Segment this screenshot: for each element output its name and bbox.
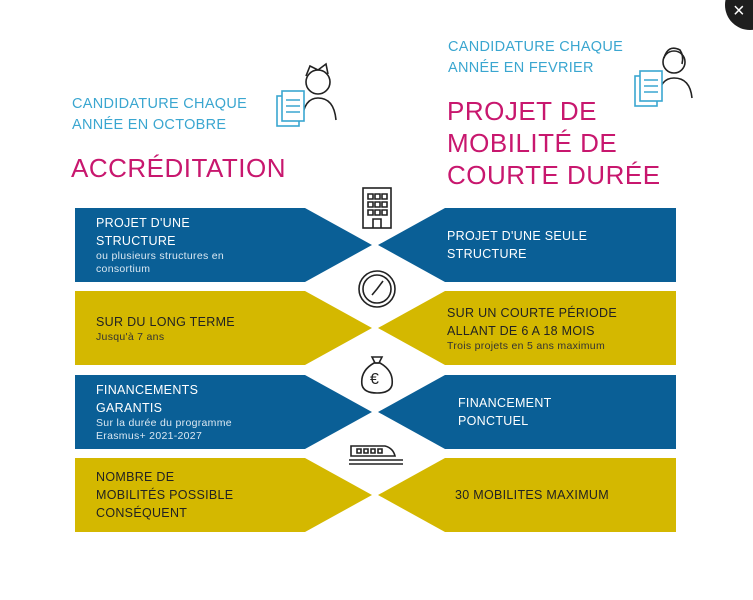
left-arrow-band [75,458,372,532]
woman-with-document-icon [634,47,693,107]
right-title: PROJET DE MOBILITÉ DE COURTE DURÉE [447,95,661,191]
row-1-bands [75,291,676,365]
right-arrow-band [378,375,676,449]
left-arrow-band [75,375,372,449]
row-2-bands [75,375,676,449]
row-sub-text: Trois projets en 5 ans maximum [447,339,605,352]
right-arrow-band [378,458,676,532]
row-main-text: NOMBRE DE MOBILITÉS POSSIBLE CONSÉQUENT [96,470,234,520]
right-arrow-band [378,208,676,282]
row-main-text: PROJET D'UNE SEULE STRUCTURE [447,229,588,261]
right-row-text: SUR UN COURTE PÉRIODE ALLANT DE 6 A 18 M… [447,304,622,353]
left-row-text: NOMBRE DE MOBILITÉS POSSIBLE CONSÉQUENT [96,468,246,522]
right-row-text: FINANCEMENT PONCTUEL [458,394,558,430]
left-subtitle-line: CANDIDATURE CHAQUE [72,96,248,112]
row-main-text: SUR DU LONG TERME [96,314,235,329]
right-title-line: COURTE DURÉE [447,160,661,190]
building-icon [362,187,392,229]
right-subtitle-line: CANDIDATURE CHAQUE [448,39,624,55]
left-title: ACCRÉDITATION [71,153,286,183]
right-arrow-band [378,291,676,365]
row-sub-text: Jusqu'à 7 ans [96,330,165,343]
row-sub-text: ou plusieurs structures en consortium [96,250,225,275]
left-subtitle-line: ANNÉE EN OCTOBRE [72,117,227,133]
man-with-document-icon [276,62,337,127]
svg-text:€: € [370,371,379,388]
row-main-text: PROJET D'UNE STRUCTURE [96,216,190,248]
left-subtitle: CANDIDATURE CHAQUE ANNÉE EN OCTOBRE [72,94,247,136]
left-arrow-band [75,291,372,365]
right-row-text: 30 MOBILITES MAXIMUM [455,486,655,504]
row-0-bands [75,208,676,282]
row-sub-text: Sur la durée du programme Erasmus+ 2021-… [96,417,232,442]
clock-icon [358,270,396,308]
right-subtitle-line: ANNÉE EN FEVRIER [448,60,594,76]
right-title-line: PROJET DE [447,96,597,126]
close-button[interactable]: × [725,0,753,30]
right-row-text: PROJET D'UNE SEULE STRUCTURE [447,227,597,263]
row-main-text: FINANCEMENT PONCTUEL [458,396,552,428]
row-3-bands [75,458,676,532]
row-main-text: SUR UN COURTE PÉRIODE ALLANT DE 6 A 18 M… [447,305,617,338]
row-main-text: FINANCEMENTS GARANTIS [96,383,199,415]
money-bag-euro-icon: € [360,356,394,394]
row-main-text: 30 MOBILITES MAXIMUM [455,488,609,502]
right-subtitle: CANDIDATURE CHAQUE ANNÉE EN FEVRIER [448,37,623,79]
left-arrow-band [75,208,372,282]
train-icon [349,445,403,465]
right-title-line: MOBILITÉ DE [447,128,618,158]
